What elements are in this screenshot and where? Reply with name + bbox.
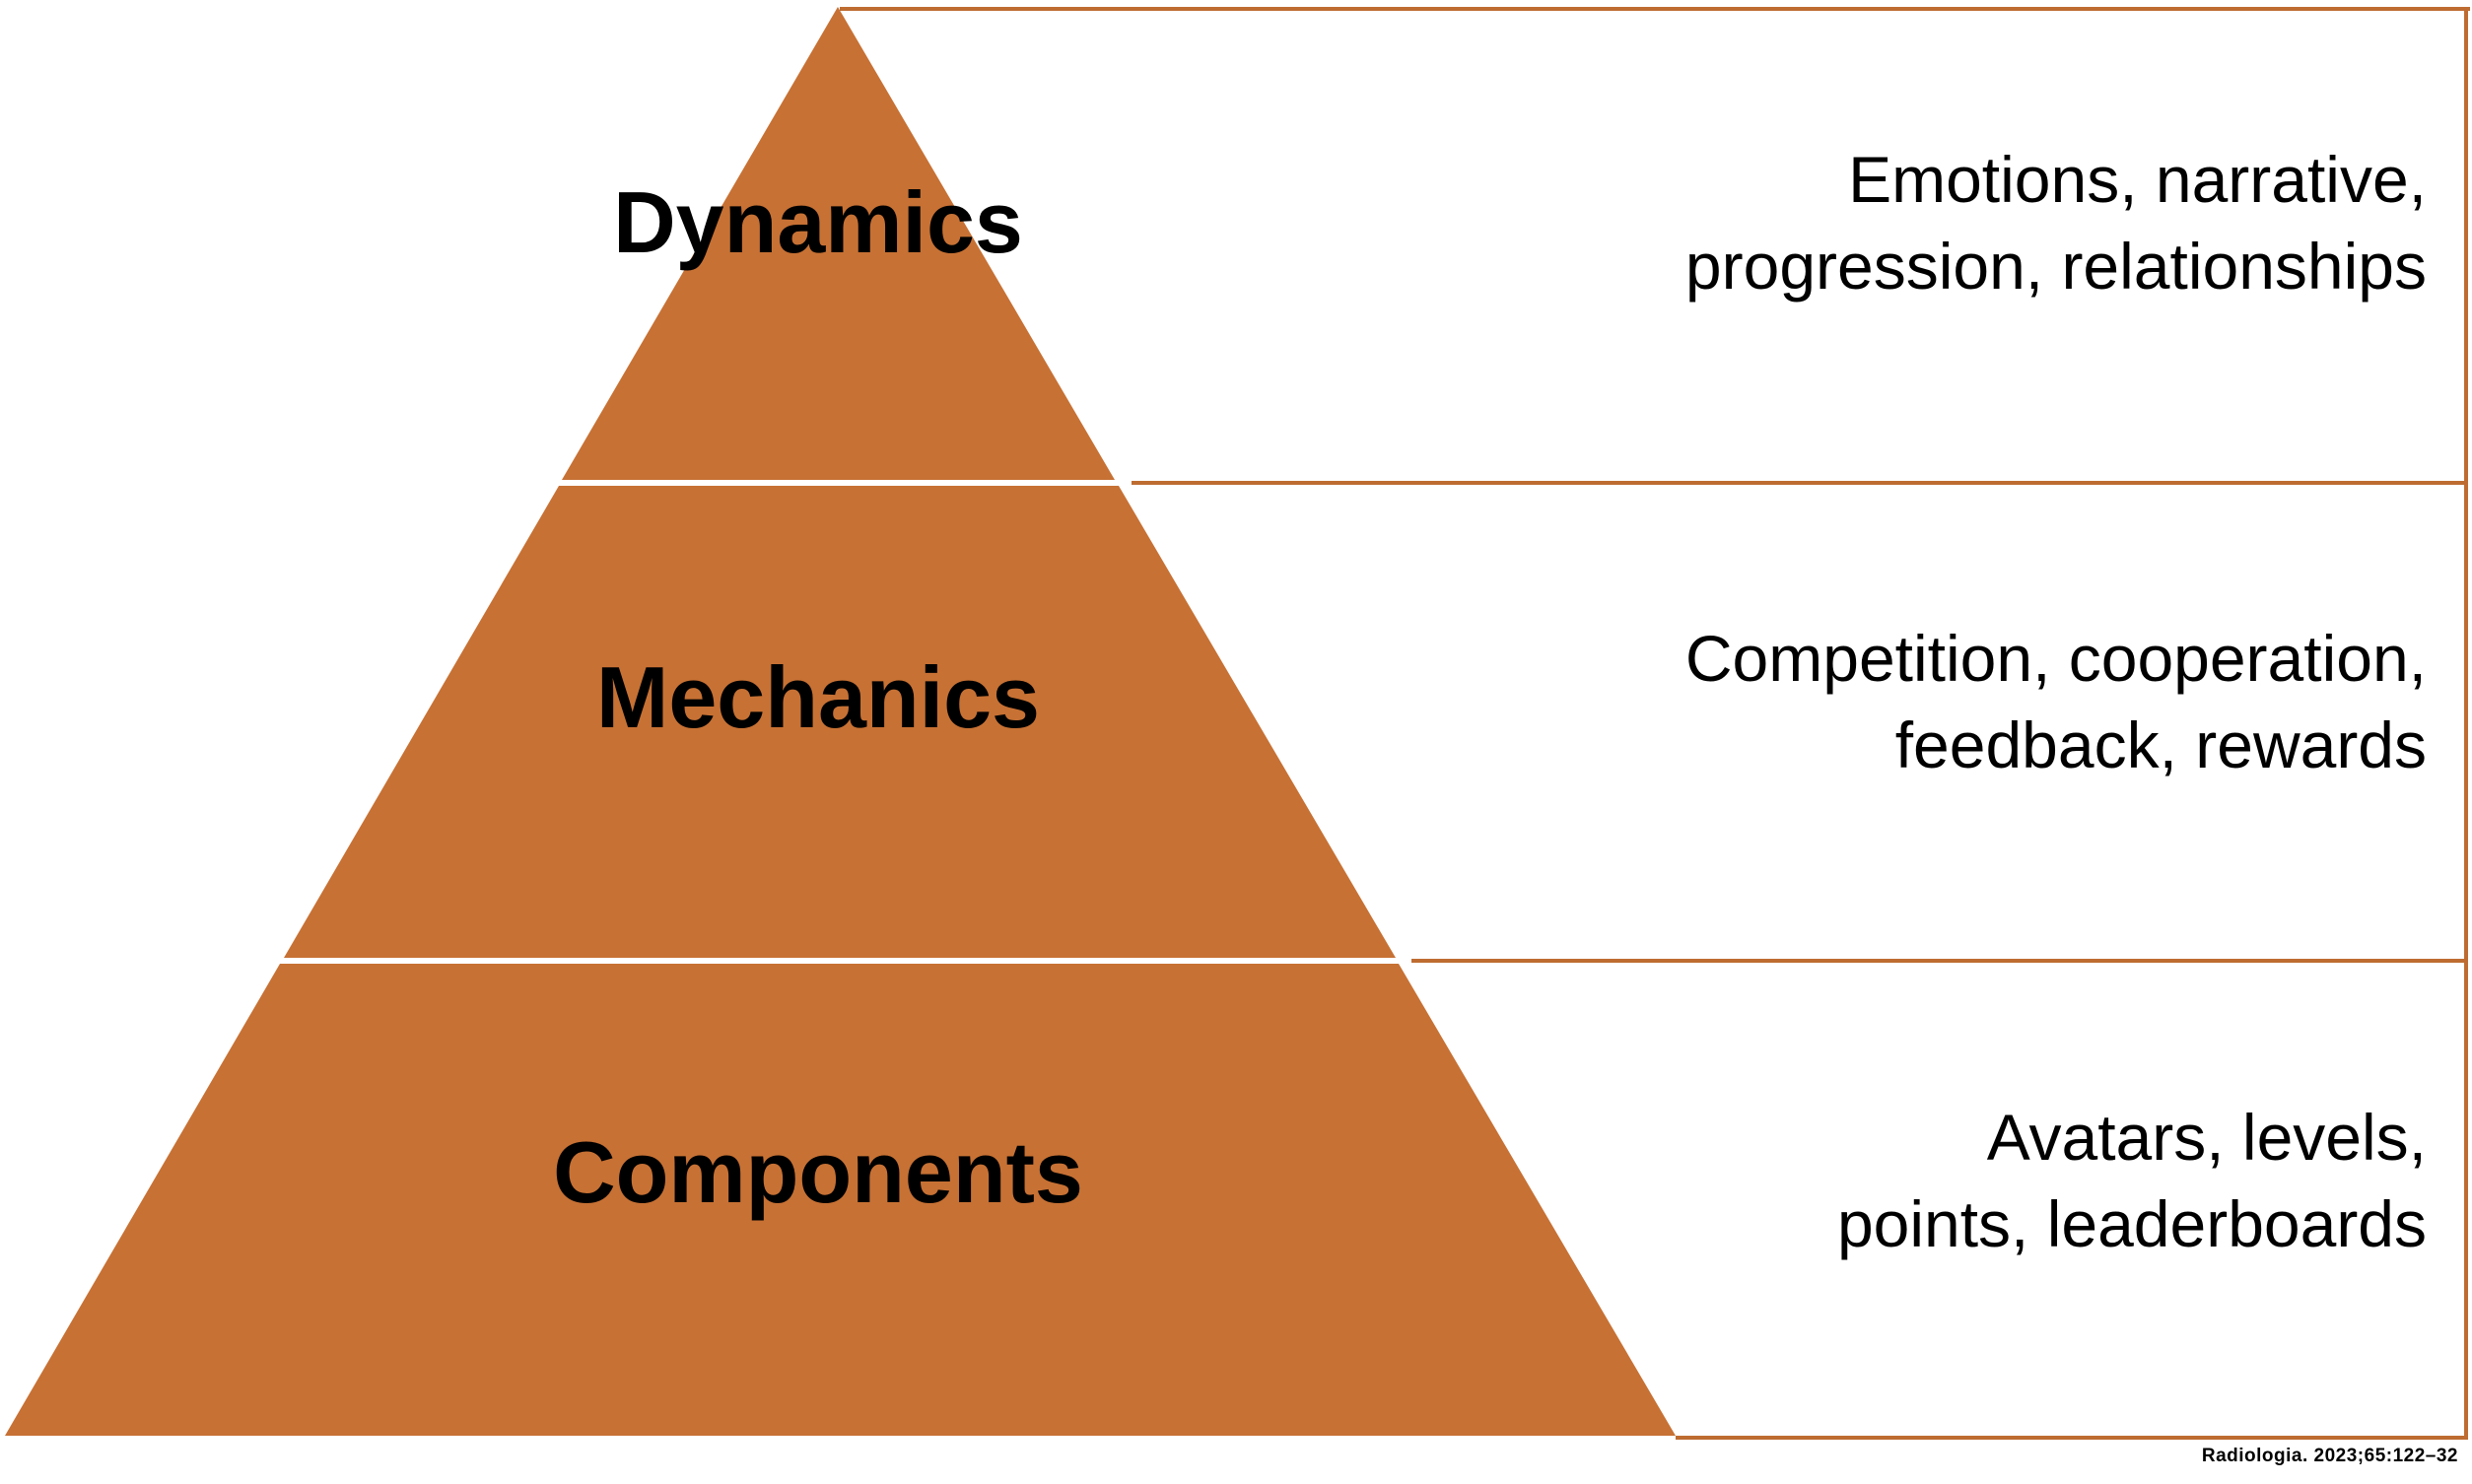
pyramid-segment-components bbox=[5, 964, 1676, 1436]
citation-reference: Radiologia. 2023;65:122–32 bbox=[2201, 1446, 2458, 1466]
level-description-mechanics-line1: Competition, cooperation, bbox=[1684, 622, 2427, 695]
level-description-components-line1: Avatars, levels, bbox=[1986, 1101, 2427, 1174]
level-description-dynamics: Emotions, narrative, progression, relati… bbox=[1685, 136, 2427, 309]
level-description-dynamics-line2: progression, relationships bbox=[1684, 230, 2427, 303]
pyramid-label-mechanics: Mechanics bbox=[596, 648, 1040, 746]
pyramid-label-dynamics: Dynamics bbox=[613, 173, 1023, 271]
pyramid-segment-dynamics bbox=[562, 7, 1115, 480]
level-description-components: Avatars, levels, points, leaderboards bbox=[1837, 1094, 2427, 1267]
level-description-dynamics-line1: Emotions, narrative, bbox=[1848, 143, 2427, 216]
pyramid-segment-mechanics bbox=[284, 486, 1396, 958]
pyramid-label-components: Components bbox=[553, 1123, 1083, 1221]
level-description-components-line2: points, leaderboards bbox=[1836, 1187, 2427, 1260]
level-description-mechanics-line2: feedback, rewards bbox=[1894, 708, 2427, 781]
level-description-mechanics: Competition, cooperation, feedback, rewa… bbox=[1685, 615, 2427, 788]
